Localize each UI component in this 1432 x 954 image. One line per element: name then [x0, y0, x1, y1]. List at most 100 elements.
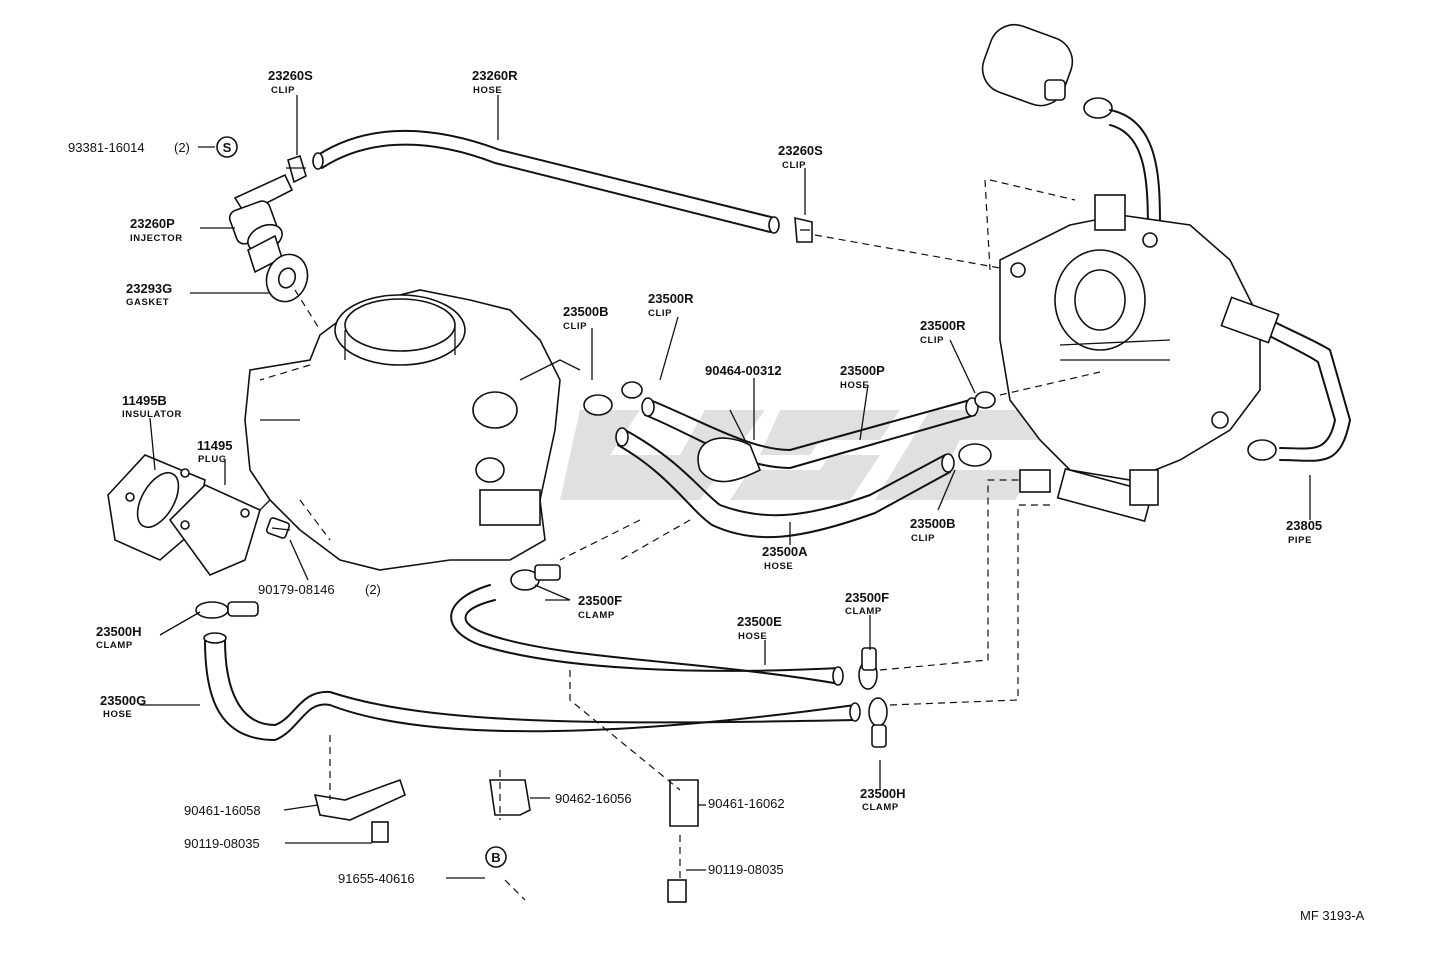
svg-text:CLIP: CLIP	[648, 308, 672, 319]
svg-text:23500P: 23500P	[840, 363, 885, 378]
part-label: 90461-16062	[708, 796, 785, 811]
hose-23500a	[615, 427, 955, 539]
svg-text:S: S	[223, 140, 232, 155]
part-label: 90461-16058	[184, 803, 261, 818]
svg-text:INSULATOR: INSULATOR	[122, 409, 182, 420]
svg-text:23293G: 23293G	[126, 281, 172, 296]
clamp-icon	[858, 647, 888, 748]
part-label: 23500A HOSE	[762, 544, 808, 572]
part-label: 90462-16056	[555, 791, 632, 806]
svg-text:23260S: 23260S	[268, 68, 313, 83]
svg-text:23500B: 23500B	[910, 516, 956, 531]
svg-text:CLAMP: CLAMP	[845, 606, 882, 617]
svg-text:23500R: 23500R	[648, 291, 694, 306]
svg-text:CLAMP: CLAMP	[96, 640, 133, 651]
svg-text:HOSE: HOSE	[764, 561, 793, 572]
plug-icon	[168, 484, 261, 576]
svg-text:90464-00312: 90464-00312	[705, 363, 782, 378]
svg-text:23500A: 23500A	[762, 544, 808, 559]
svg-text:CLAMP: CLAMP	[578, 610, 615, 621]
svg-text:23260S: 23260S	[778, 143, 823, 158]
leader-lines	[140, 95, 1311, 879]
clamp-icon	[195, 564, 561, 619]
throttle-body-icon	[244, 289, 581, 571]
svg-text:23500F: 23500F	[578, 593, 622, 608]
svg-text:CLIP: CLIP	[563, 321, 587, 332]
svg-text:INJECTOR: INJECTOR	[130, 233, 183, 244]
svg-text:CLIP: CLIP	[911, 533, 935, 544]
part-label: 23260S CLIP	[778, 143, 823, 171]
svg-text:(2): (2)	[365, 582, 381, 597]
hose-23260r	[312, 129, 780, 234]
svg-text:93381-16014: 93381-16014	[68, 140, 145, 155]
gasket-icon	[265, 253, 309, 303]
svg-text:90462-16056: 90462-16056	[555, 791, 632, 806]
svg-text:23805: 23805	[1286, 518, 1322, 533]
svg-text:23500F: 23500F	[845, 590, 889, 605]
svg-text:HOSE: HOSE	[840, 380, 869, 391]
svg-text:90461-16058: 90461-16058	[184, 803, 261, 818]
svg-text:23500H: 23500H	[96, 624, 142, 639]
svg-text:90461-16062: 90461-16062	[708, 796, 785, 811]
part-label: 23260P INJECTOR	[130, 216, 183, 244]
part-label: 23500P HOSE	[840, 363, 885, 391]
hose-23500g	[203, 632, 861, 741]
svg-text:11495B: 11495B	[122, 393, 167, 408]
bracket-icon	[313, 778, 699, 827]
dashed-connectors	[259, 179, 1101, 901]
injector-icon	[228, 173, 294, 274]
part-label: 90179-08146 (2)	[258, 582, 381, 597]
clip-icon	[794, 216, 813, 243]
svg-text:90179-08146: 90179-08146	[258, 582, 335, 597]
svg-text:23500H: 23500H	[860, 786, 906, 801]
svg-text:23260P: 23260P	[130, 216, 175, 231]
svg-text:23500B: 23500B	[563, 304, 609, 319]
svg-text:CLAMP: CLAMP	[862, 802, 899, 813]
clamp-icon	[583, 381, 996, 467]
fuel-filter-icon	[981, 23, 1113, 119]
clip-icon	[286, 154, 307, 184]
svg-text:PIPE: PIPE	[1288, 535, 1312, 546]
svg-text:91655-40616: 91655-40616	[338, 871, 415, 886]
svg-text:(2): (2)	[174, 140, 190, 155]
svg-text:PLUG: PLUG	[198, 454, 227, 465]
svg-text:HOSE: HOSE	[738, 631, 767, 642]
svg-text:23500R: 23500R	[920, 318, 966, 333]
svg-text:23500G: 23500G	[100, 693, 146, 708]
svg-text:90119-08035: 90119-08035	[708, 862, 784, 877]
part-label: 91655-40616	[338, 871, 415, 886]
marker-b: B	[485, 846, 507, 868]
part-label: 90119-08035	[184, 836, 260, 851]
part-label: 23500R CLIP	[920, 318, 966, 346]
svg-text:11495: 11495	[197, 438, 232, 453]
pump-assembly-icon	[999, 194, 1280, 523]
part-label: 23500B CLIP	[563, 304, 609, 332]
part-label: 23500R CLIP	[648, 291, 694, 319]
svg-text:HOSE: HOSE	[103, 709, 132, 720]
svg-text:CLIP: CLIP	[920, 335, 944, 346]
part-label: 93381-16014 (2)	[68, 140, 190, 155]
hose-23500e	[450, 584, 844, 686]
diagram-code: MF 3193-A	[1300, 908, 1365, 923]
bolt-icon	[265, 517, 291, 539]
part-label: 23500E HOSE	[737, 614, 782, 642]
svg-text:CLIP: CLIP	[782, 160, 806, 171]
svg-text:23500E: 23500E	[737, 614, 782, 629]
part-label: 23500B CLIP	[910, 516, 956, 544]
svg-text:90119-08035: 90119-08035	[184, 836, 260, 851]
bolt-icon	[371, 821, 687, 903]
svg-text:23260R: 23260R	[472, 68, 518, 83]
svg-text:GASKET: GASKET	[126, 297, 169, 308]
bracket-icon	[697, 409, 762, 483]
marker-s: S	[216, 136, 238, 158]
